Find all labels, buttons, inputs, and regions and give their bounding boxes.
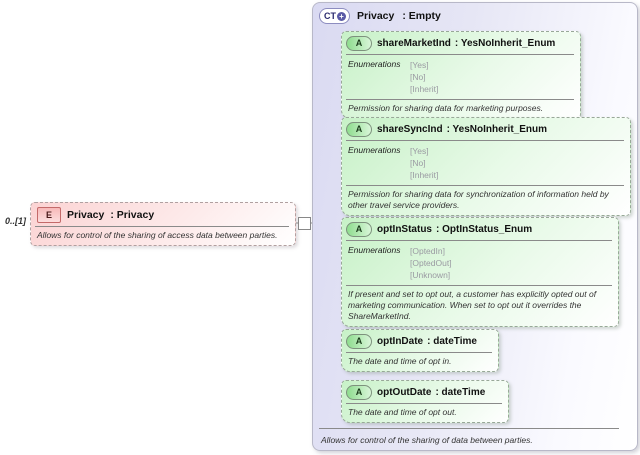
divider	[346, 240, 612, 241]
divider	[346, 140, 624, 141]
enumeration-value: [OptedOut]	[410, 258, 452, 268]
complextype-badge-text: CT	[324, 11, 336, 21]
enumeration-value: [OptedIn]	[410, 246, 445, 256]
element-title: Privacy : Privacy	[67, 209, 154, 221]
attribute-type: : dateTime	[435, 387, 486, 398]
element-badge-icon: E	[37, 207, 61, 223]
enumeration-values: [Yes] [No] [Inherit]	[410, 145, 438, 181]
divider	[346, 99, 574, 100]
element-name: Privacy	[67, 209, 105, 221]
divider	[346, 185, 624, 186]
complextype-annotation: Allows for control of the sharing of dat…	[321, 435, 533, 445]
cardinality-label: 0..[1]	[5, 216, 27, 226]
attribute-badge-icon: A	[346, 36, 372, 51]
attribute-optInDate[interactable]: A optInDate: dateTime The date and time …	[341, 329, 499, 372]
attribute-badge-icon: A	[346, 385, 372, 400]
enumeration-value: [Yes]	[410, 60, 429, 70]
enumeration-value: [No]	[410, 72, 426, 82]
attribute-shareMarketInd[interactable]: A shareMarketInd: YesNoInherit_Enum Enum…	[341, 31, 581, 119]
attribute-annotation: If present and set to opt out, a custome…	[348, 289, 597, 321]
enumerations-section: Enumerations [Yes] [No] [Inherit]	[342, 141, 630, 185]
attribute-name: optOutDate	[377, 387, 432, 398]
attribute-optOutDate[interactable]: A optOutDate: dateTime The date and time…	[341, 380, 509, 423]
attribute-badge-icon: A	[346, 334, 372, 349]
collapse-toggle-icon[interactable]	[298, 217, 311, 230]
divider	[319, 428, 619, 429]
attribute-title: optOutDate: dateTime	[377, 387, 485, 398]
enumeration-value: [Inherit]	[410, 84, 439, 94]
attribute-title: shareSyncInd: YesNoInherit_Enum	[377, 124, 547, 135]
attribute-title: shareMarketInd: YesNoInherit_Enum	[377, 38, 555, 49]
enumeration-value: [Inherit]	[410, 170, 439, 180]
enumeration-values: [Yes] [No] [Inherit]	[410, 59, 438, 95]
attribute-header: A optOutDate: dateTime	[342, 381, 508, 403]
plus-icon: +	[337, 11, 346, 21]
attribute-title: optInStatus : OptInStatus_Enum	[377, 224, 532, 235]
divider	[346, 285, 612, 286]
attribute-header: A shareSyncInd: YesNoInherit_Enum	[342, 118, 630, 140]
enumeration-value: [Unknown]	[410, 270, 451, 280]
attribute-type: : YesNoInherit_Enum	[454, 38, 556, 49]
attribute-shareSyncInd[interactable]: A shareSyncInd: YesNoInherit_Enum Enumer…	[341, 117, 631, 216]
complextype-badge-icon: CT+	[319, 8, 350, 24]
enumeration-value: [Yes]	[410, 146, 429, 156]
attribute-badge-icon: A	[346, 222, 372, 237]
element-annotation: Allows for control of the sharing of acc…	[37, 230, 278, 240]
divider	[346, 54, 574, 55]
enumeration-value: [No]	[410, 158, 426, 168]
attribute-header: A optInDate: dateTime	[342, 330, 498, 352]
element-header: E Privacy : Privacy	[31, 203, 295, 226]
divider	[35, 226, 289, 227]
attribute-annotation: The date and time of opt out.	[348, 407, 457, 417]
attribute-name: shareMarketInd	[377, 38, 451, 49]
complextype-title: Privacy : Empty	[357, 10, 441, 22]
complextype-type: : Empty	[402, 10, 441, 22]
enumeration-values: [OptedIn] [OptedOut] [Unknown]	[410, 245, 452, 281]
divider	[346, 352, 492, 353]
enumerations-label: Enumerations	[348, 245, 401, 255]
attribute-header: A shareMarketInd: YesNoInherit_Enum	[342, 32, 580, 54]
attribute-type: : OptInStatus_Enum	[436, 224, 533, 235]
attribute-annotation: Permission for sharing data for marketin…	[348, 103, 544, 113]
attribute-name: optInDate	[377, 336, 424, 347]
complextype-header: CT+ Privacy : Empty	[319, 8, 441, 24]
element-type: : Privacy	[110, 209, 155, 221]
attribute-type: : YesNoInherit_Enum	[446, 124, 547, 135]
attribute-name: shareSyncInd	[377, 124, 443, 135]
enumerations-section: Enumerations [OptedIn] [OptedOut] [Unkno…	[342, 241, 618, 285]
attribute-type: : dateTime	[427, 336, 477, 347]
complextype-privacy[interactable]: CT+ Privacy: Empty A shareMarketInd: Yes…	[312, 2, 638, 451]
attribute-annotation: The date and time of opt in.	[348, 356, 452, 366]
attribute-badge-icon: A	[346, 122, 372, 137]
enumerations-section: Enumerations [Yes] [No] [Inherit]	[342, 55, 580, 99]
enumerations-label: Enumerations	[348, 145, 401, 155]
attribute-name: optInStatus	[377, 224, 432, 235]
enumerations-label: Enumerations	[348, 59, 401, 69]
divider	[346, 403, 502, 404]
attribute-annotation: Permission for sharing data for synchron…	[348, 189, 609, 210]
element-privacy[interactable]: E Privacy : Privacy Allows for control of…	[30, 202, 296, 246]
attribute-optInStatus[interactable]: A optInStatus : OptInStatus_Enum Enumerat…	[341, 217, 619, 327]
attribute-header: A optInStatus : OptInStatus_Enum	[342, 218, 618, 240]
complextype-name: Privacy	[357, 10, 395, 22]
attribute-title: optInDate: dateTime	[377, 336, 477, 347]
